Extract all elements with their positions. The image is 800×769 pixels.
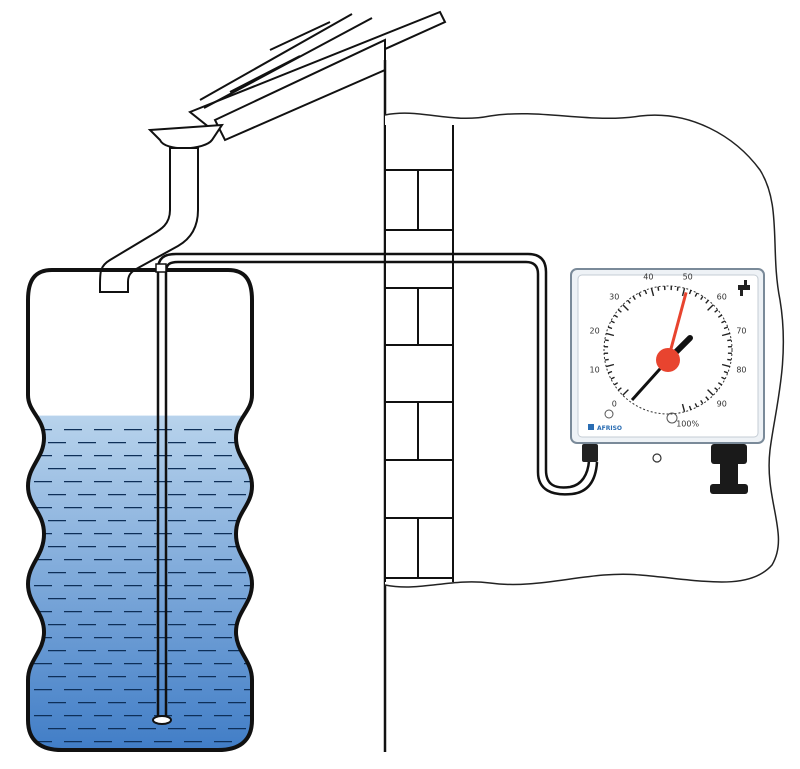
water-tank: [25, 268, 255, 752]
gauge-minor-tick: [607, 326, 613, 330]
gauge-minor-tick: [657, 286, 660, 291]
gauge-minor-tick: [610, 376, 615, 380]
gauge-minor-tick: [721, 320, 726, 324]
gauge-tick-label: 10: [589, 366, 599, 375]
gauge-major-tick: [681, 287, 686, 297]
gauge-minor-tick: [694, 292, 698, 297]
gauge-minor-tick: [604, 339, 609, 342]
gauge-tick-label: 20: [589, 326, 599, 335]
gauge-major-tick: [605, 363, 615, 368]
gauge-major-tick: [707, 389, 714, 396]
gauge-minor-tick: [632, 295, 636, 301]
gauge-major-tick: [721, 332, 731, 337]
water-ripple-lines: [34, 429, 252, 743]
gauge-minor-tick: [723, 370, 729, 374]
gauge-adjust-screw: [666, 412, 678, 424]
roof: [188, 10, 447, 142]
gauge-minor-tick: [617, 387, 622, 391]
gauge-minor-tick: [676, 286, 679, 291]
gauge-minor-tick: [705, 396, 709, 401]
gauge-tick-labels: 0 10 20 30 40 50 60 70 80 90 100%: [589, 273, 746, 429]
gauge-major-tick: [681, 403, 686, 413]
gauge-brand-logo: AFRISO: [588, 424, 622, 432]
gauge-minor-tick: [705, 299, 709, 304]
gauge-minor-tick: [604, 358, 609, 361]
gauge-minor-tick: [613, 382, 619, 386]
roof-tile-line: [229, 55, 301, 93]
gauge-major-tick: [622, 389, 629, 396]
gauge-minor-tick: [727, 339, 732, 342]
tap-icon: [738, 280, 750, 296]
gauge-minor-tick: [714, 309, 719, 313]
gauge-tick-label: 40: [643, 273, 653, 282]
sensor-tube-end: [152, 715, 172, 725]
gauge-tick-label: 100%: [676, 419, 699, 428]
gauge-minor-tick: [727, 358, 732, 361]
gauge-minor-tick: [700, 295, 704, 301]
gauge-minor-tick: [607, 370, 613, 374]
gauge-minor-tick: [714, 387, 719, 391]
gauge-tick-label: 0: [612, 400, 617, 409]
gauge-tick-label: 60: [717, 292, 727, 301]
gauge-mount-hole: [652, 453, 662, 463]
tube-lid-fitting: [155, 263, 167, 273]
roof-edge: [188, 10, 447, 130]
gauge-dial-ring: [603, 285, 733, 415]
gauge-minor-tick: [721, 376, 726, 380]
gauge-minor-tick: [688, 289, 692, 295]
gutter: [147, 123, 224, 150]
gauge-symbol-icon: [604, 409, 614, 419]
gauge-major-tick: [650, 287, 655, 297]
sensor-tube: [156, 252, 599, 718]
tank-water: [28, 415, 252, 750]
gauge-minor-tick: [700, 399, 704, 405]
roof-tile-line: [269, 21, 331, 51]
gauge-minor-tick: [613, 314, 619, 318]
gauge-minor-tick: [638, 292, 642, 297]
gauge-tick-label: 90: [717, 400, 727, 409]
gauge-minor-tick: [717, 382, 723, 386]
gauge-major-tick: [721, 363, 731, 368]
gauge-valve-knob: [710, 444, 748, 494]
gauge-minor-tick: [627, 299, 631, 304]
gauge-major-tick: [707, 304, 714, 311]
gauge-minor-tick: [723, 326, 729, 330]
gauge-minor-tick: [617, 309, 622, 313]
gauge-minor-tick: [694, 403, 698, 408]
level-gauge: 0 10 20 30 40 50 60 70 80 90 100% AFRISO: [570, 268, 765, 494]
gauge-hub: [656, 348, 680, 372]
brick-column: [384, 125, 454, 582]
gauge-minor-tick: [644, 289, 648, 295]
gauge-tube-connector: [582, 444, 598, 462]
gauge-major-tick: [605, 332, 615, 337]
gauge-major-tick: [622, 304, 629, 311]
gauge-minor-tick: [688, 405, 692, 411]
downpipe: [99, 147, 199, 293]
tank-water-group: [28, 415, 252, 750]
gauge-minor-tick: [717, 314, 723, 318]
gauge-tick-label: 50: [683, 273, 693, 282]
gauge-tick-label: 70: [736, 326, 746, 335]
gauge-tick-label: 80: [736, 366, 746, 375]
roof-tile-line: [199, 13, 353, 101]
gutter-downpipe: [99, 123, 224, 293]
gauge-ticks: [604, 286, 732, 413]
gauge-tick-label: 30: [609, 292, 619, 301]
gauge-brand-label: AFRISO: [597, 425, 622, 432]
roof-fascia: [213, 38, 386, 142]
gauge-minor-tick: [610, 320, 615, 324]
